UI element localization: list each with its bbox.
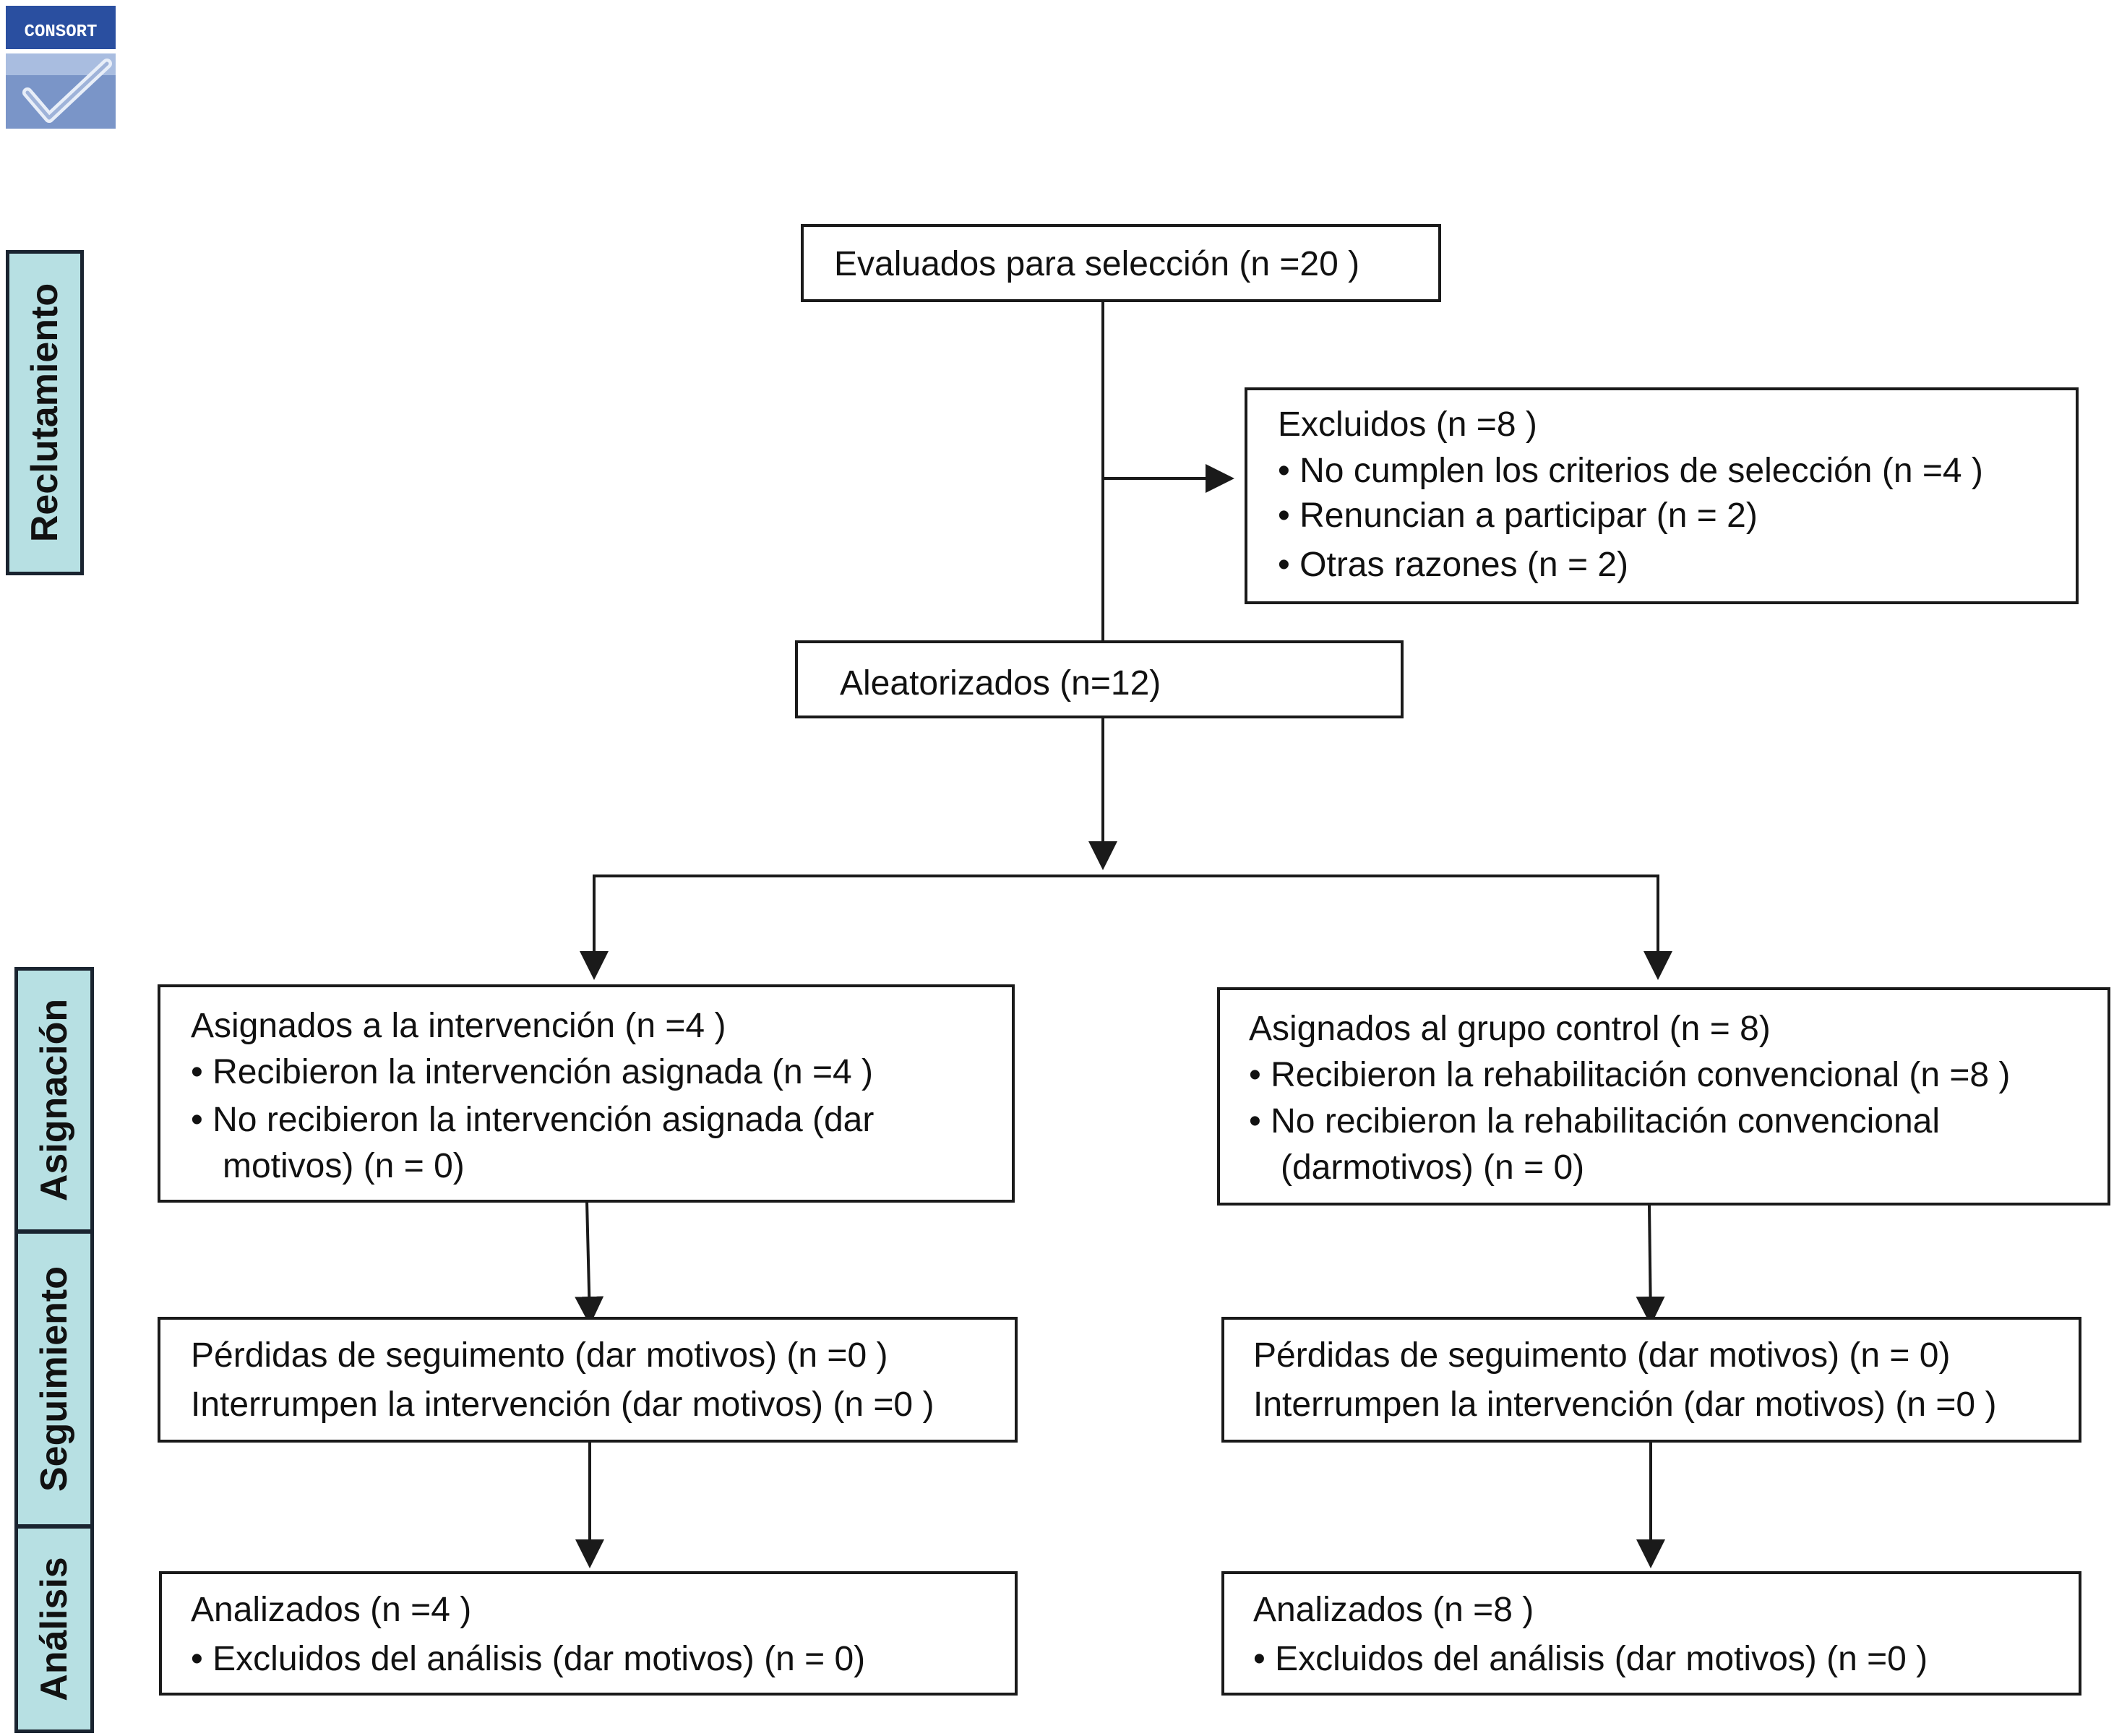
- allocation-right-item: • Recibieron la rehabilitación convencio…: [1249, 1056, 2011, 1094]
- followup-right-box: Pérdidas de seguimento (dar motivos) (n …: [1221, 1317, 2081, 1443]
- excluded-box: Excluidos (n =8 ) • No cumplen los crite…: [1245, 387, 2079, 604]
- followup-left-lost: Pérdidas de seguimento (dar motivos) (n …: [191, 1336, 888, 1375]
- assessed-box: Evaluados para selección (n =20 ): [801, 224, 1441, 302]
- consort-logo: CONSORT: [6, 6, 116, 129]
- logo-text: CONSORT: [25, 22, 98, 42]
- sidebar-followup: Seguimiento: [14, 1230, 94, 1528]
- analysis-left-title: Analizados (n =4 ): [191, 1591, 472, 1629]
- sidebar-recruitment: Reclutamiento: [6, 250, 84, 575]
- allocation-right-title: Asignados al grupo control (n = 8): [1249, 1010, 1771, 1048]
- sidebar-allocation: Asignación: [14, 967, 94, 1233]
- allocation-left-title: Asignados a la intervención (n =4 ): [191, 1007, 726, 1045]
- arrow-to-followup-left: [575, 1200, 604, 1325]
- followup-left-discontinued: Interrumpen la intervención (dar motivos…: [191, 1385, 934, 1424]
- analysis-right-item: • Excluidos del análisis (dar motivos) (…: [1253, 1640, 1928, 1678]
- allocation-control-box: Asignados al grupo control (n = 8) • Rec…: [1217, 987, 2110, 1206]
- excluded-title: Excluidos (n =8 ): [1278, 405, 1537, 444]
- sidebar-analysis: Análisis: [14, 1525, 94, 1733]
- excluded-item: • Otras razones (n = 2): [1278, 546, 1628, 584]
- analysis-right-title: Analizados (n =8 ): [1253, 1591, 1534, 1629]
- arrow-to-followup-right: [1636, 1205, 1665, 1325]
- analysis-left-box: Analizados (n =4 ) • Excluidos del análi…: [159, 1571, 1018, 1696]
- analysis-right-box: Analizados (n =8 ) • Excluidos del análi…: [1221, 1571, 2081, 1696]
- randomized-box: Aleatorizados (n=12): [795, 640, 1404, 718]
- allocation-right-item: • No recibieron la rehabilitación conven…: [1249, 1102, 1941, 1140]
- allocation-left-item: • Recibieron la intervención asignada (n…: [191, 1053, 874, 1091]
- assessed-text: Evaluados para selección (n =20 ): [834, 245, 1360, 283]
- followup-right-lost: Pérdidas de seguimento (dar motivos) (n …: [1253, 1336, 1951, 1375]
- excluded-item: • No cumplen los criterios de selección …: [1278, 452, 1983, 490]
- allocation-intervention-box: Asignados a la intervención (n =4 ) • Re…: [158, 984, 1015, 1203]
- allocation-right-item-cont: (darmotivos) (n = 0): [1281, 1148, 1585, 1187]
- followup-right-discontinued: Interrumpen la intervención (dar motivos…: [1253, 1385, 1997, 1424]
- randomized-text: Aleatorizados (n=12): [840, 664, 1161, 702]
- allocation-left-item: • No recibieron la intervención asignada…: [191, 1101, 875, 1139]
- followup-left-box: Pérdidas de seguimento (dar motivos) (n …: [158, 1317, 1018, 1443]
- excluded-item: • Renuncian a participar (n = 2): [1278, 497, 1758, 535]
- allocation-left-item-cont: motivos) (n = 0): [223, 1147, 465, 1185]
- analysis-left-item: • Excluidos del análisis (dar motivos) (…: [191, 1640, 866, 1678]
